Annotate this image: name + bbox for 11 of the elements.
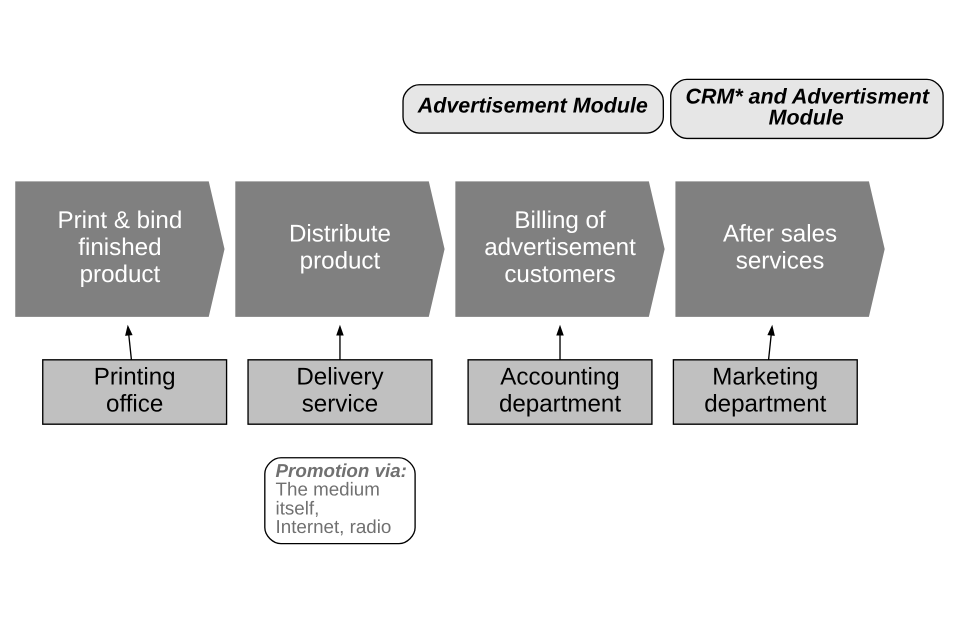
arrow	[336, 324, 344, 360]
arrow	[767, 324, 775, 360]
arrow	[125, 324, 133, 360]
node-box: Delivery service	[247, 358, 433, 424]
node-box: Advertisement Module	[402, 84, 664, 134]
arrow	[556, 324, 564, 360]
node-box: Accounting department	[467, 358, 653, 424]
node-box: CRM* and Advertisment Module	[670, 78, 944, 139]
node-box: Printing office	[42, 358, 228, 424]
node-box: Marketing department	[672, 358, 858, 424]
node-box: Promotion via: The medium itself, Internet, radio	[264, 456, 416, 544]
